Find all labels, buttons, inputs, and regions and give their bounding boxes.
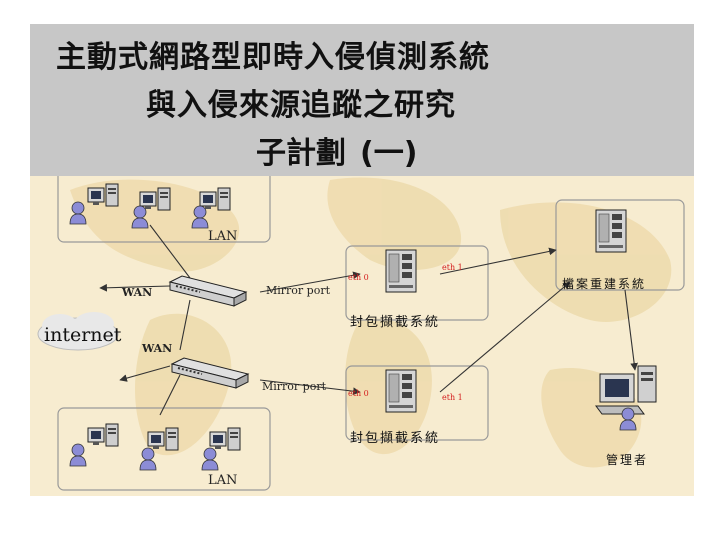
link-rebuild-admin xyxy=(624,289,638,371)
mirror-link-top xyxy=(259,271,361,293)
file-rebuild-label: 檔案重建系統 xyxy=(562,276,646,291)
link-lan-top-switch xyxy=(149,224,191,279)
wan-top-label: WAN xyxy=(121,286,152,299)
admin-workstation-icon xyxy=(595,365,657,415)
capture-server-icon xyxy=(385,369,417,413)
mirror-port-bottom-label: Mirror port xyxy=(262,380,327,393)
eth1-bottom-label: eth 1 xyxy=(442,393,463,402)
capture-server-icon xyxy=(385,249,417,293)
wan-top-link xyxy=(99,283,171,292)
subplan-label: 子計劃 xyxy=(256,136,346,171)
mirror-port-top-label: Mirror port xyxy=(266,284,331,297)
internet-label: internet xyxy=(44,324,122,346)
link-lan-bottom-switch xyxy=(159,374,181,416)
title-box: 主動式網路型即時入侵偵測系統 與入侵來源追蹤之研究 子計劃 (一) xyxy=(30,24,694,176)
file-server-icon xyxy=(595,209,627,253)
capture-system-bottom-label: 封包擷截系統 xyxy=(350,430,440,446)
capture-system-box-bottom xyxy=(345,365,489,441)
link-capture-bottom-rebuild xyxy=(439,281,571,393)
internet-cloud-icon xyxy=(37,312,119,351)
wan-bottom-label: WAN xyxy=(141,342,172,355)
world-map-land xyxy=(70,177,672,468)
wan-bottom-link xyxy=(119,365,171,382)
subplan-number: (一) xyxy=(360,136,418,171)
link-switch-switch xyxy=(179,299,191,351)
admin-label: 管理者 xyxy=(606,452,648,467)
title-line-2: 與入侵來源追蹤之研究 xyxy=(146,88,456,123)
eth1-top-label: eth 1 xyxy=(442,263,463,272)
mirror-link-bottom xyxy=(259,379,361,395)
lan-top-label: LAN xyxy=(208,229,237,244)
eth0-bottom-label: eth 0 xyxy=(348,389,369,398)
link-capture-top-rebuild xyxy=(439,247,557,275)
eth0-top-label: eth 0 xyxy=(348,273,369,282)
title-line-3: 子計劃 (一) xyxy=(256,128,417,172)
capture-system-box-top xyxy=(345,245,489,321)
file-rebuild-box xyxy=(555,199,685,291)
network-diagram: LAN LAN xyxy=(30,149,694,496)
title-line-1: 主動式網路型即時入侵偵測系統 xyxy=(56,40,490,75)
capture-system-top-label: 封包擷截系統 xyxy=(350,314,440,330)
lan-bottom-label: LAN xyxy=(208,473,237,488)
